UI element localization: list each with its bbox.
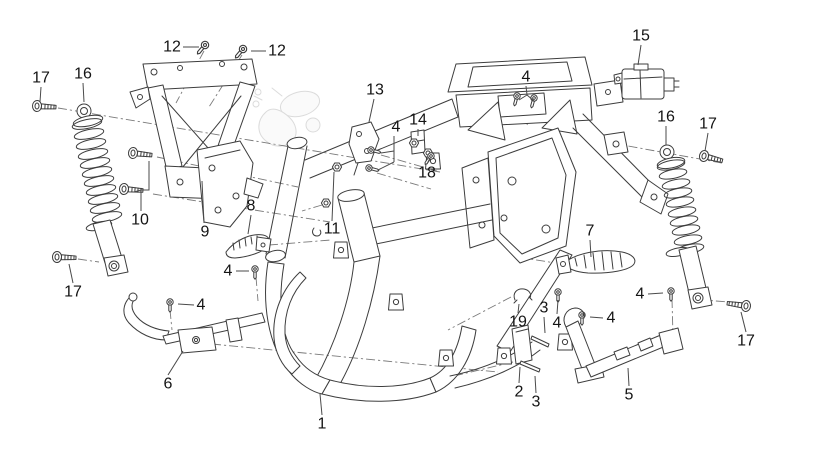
- leader-line: [177, 303, 195, 306]
- cdi-unit-15: [613, 63, 680, 100]
- leader-line: [331, 171, 335, 222]
- leader-line: [647, 292, 664, 295]
- leader-line: [39, 86, 42, 103]
- callout-label-13-4: 13: [366, 82, 384, 99]
- bolt-17-front-upper: [31, 99, 57, 113]
- callout-label-2-19: 2: [515, 384, 524, 401]
- footpeg-left-8: [225, 234, 272, 259]
- bracket-13: [348, 121, 380, 176]
- leader-line: [518, 94, 528, 101]
- callout-label-4-8: 4: [522, 69, 531, 86]
- callout-label-10-29: 10: [131, 212, 149, 229]
- leader-line: [247, 214, 252, 235]
- callout-label-9-28: 9: [201, 224, 210, 241]
- callout-label-14-6: 14: [409, 112, 427, 129]
- leader-line: [82, 82, 85, 103]
- callout-label-4-15: 4: [607, 310, 616, 327]
- leader-line: [68, 263, 74, 284]
- leader-line: [526, 94, 535, 102]
- plate-2: [511, 324, 533, 365]
- callout-label-17-11: 17: [699, 116, 717, 133]
- callout-label-7-21: 7: [586, 223, 595, 240]
- head-tube: [265, 136, 308, 263]
- callout-label-4-5: 4: [392, 119, 401, 136]
- shock-absorber-right: [656, 144, 713, 310]
- leader-line: [589, 239, 592, 258]
- leader-line: [637, 44, 642, 66]
- callout-label-3-16: 3: [540, 300, 549, 317]
- clamp-19: [513, 288, 533, 304]
- leader-line: [377, 161, 395, 171]
- mount-bolts-10: [118, 146, 153, 197]
- nuts-11: [312, 162, 343, 237]
- bolt-17-rear-upper: [697, 149, 725, 167]
- center-stand-5: [563, 307, 684, 384]
- leader-line: [627, 367, 630, 387]
- callout-label-6-23: 6: [164, 376, 173, 393]
- leader-line: [133, 189, 142, 193]
- footpeg-right-7: [555, 250, 636, 275]
- side-stand-6: [123, 292, 266, 354]
- leader-line: [556, 299, 559, 315]
- ghost-watermark: [252, 87, 321, 147]
- leader-line: [167, 350, 184, 376]
- callout-label-4-13: 4: [636, 286, 645, 303]
- callout-label-12-2: 12: [163, 39, 181, 56]
- spacer-14: [408, 129, 434, 158]
- leader-line: [589, 316, 604, 319]
- callout-label-18-7: 18: [418, 165, 436, 182]
- battery-box: [447, 56, 624, 141]
- callout-label-17-12: 17: [737, 333, 755, 350]
- leader-line: [201, 180, 205, 224]
- cradle-tubes: [265, 261, 541, 402]
- shock-absorber-left: [71, 103, 129, 277]
- main-frame: [265, 56, 669, 402]
- pins-3: [519, 335, 550, 373]
- callout-label-16-10: 16: [657, 109, 675, 126]
- leader-line: [517, 303, 520, 314]
- leader-line: [740, 311, 747, 333]
- callout-label-3-20: 3: [532, 394, 541, 411]
- rear-rails: [572, 113, 669, 215]
- callout-label-17-25: 17: [64, 284, 82, 301]
- callout-label-17-0: 17: [32, 70, 50, 87]
- callout-label-12-3: 12: [268, 43, 286, 60]
- callout-label-4-24: 4: [197, 297, 206, 314]
- leader-line: [704, 132, 709, 152]
- pivot-plates: [371, 127, 577, 353]
- callout-label-16-1: 16: [74, 66, 92, 83]
- leader-line: [518, 366, 521, 384]
- leader-line: [543, 316, 546, 334]
- leader-line: [534, 375, 537, 394]
- bolt-17-rear-lower: [725, 297, 752, 313]
- callout-label-15-9: 15: [632, 28, 650, 45]
- down-tube: [314, 189, 381, 385]
- leader-line: [140, 161, 150, 211]
- leader-line: [319, 393, 323, 416]
- callout-label-8-27: 8: [247, 198, 256, 215]
- bracket-9: [196, 140, 264, 228]
- callout-label-4-17: 4: [553, 315, 562, 332]
- callout-label-1-22: 1: [318, 416, 327, 433]
- callout-label-19-18: 19: [509, 314, 527, 331]
- callout-label-5-14: 5: [625, 387, 634, 404]
- leader-line: [426, 157, 431, 165]
- callout-label-11-30: 11: [324, 221, 341, 238]
- leader-line: [525, 85, 528, 96]
- leader-line: [368, 98, 375, 123]
- bolt-17-front-lower: [51, 250, 77, 264]
- leader-line: [380, 150, 395, 154]
- callout-label-4-26: 4: [224, 263, 233, 280]
